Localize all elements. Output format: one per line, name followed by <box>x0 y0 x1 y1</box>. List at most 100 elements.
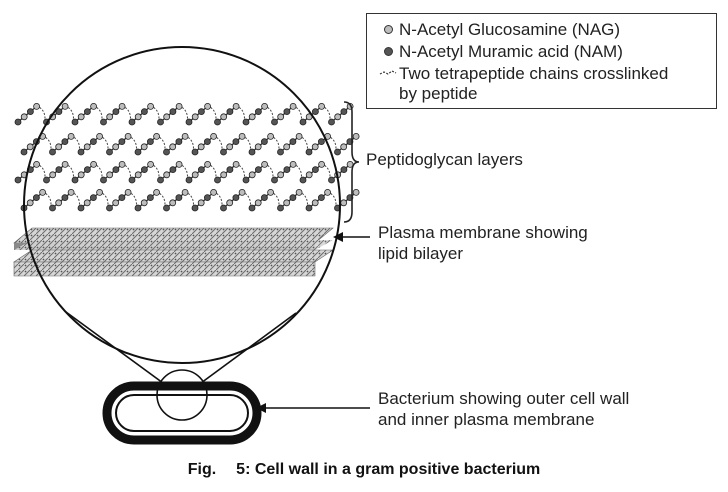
nag-bead <box>254 143 262 151</box>
figure-caption-prefix: Fig. <box>187 461 217 478</box>
glycan-strand <box>103 163 123 181</box>
glycan-strand <box>80 191 101 209</box>
nag-bead <box>33 160 40 168</box>
nam-bead <box>84 166 91 174</box>
nag-bead <box>83 199 91 207</box>
nam-bead <box>197 166 205 174</box>
nam-bead <box>226 108 234 115</box>
glycan-strand <box>52 135 72 153</box>
nam-bead <box>232 194 240 202</box>
nag-bead <box>175 160 183 168</box>
nam-bead <box>169 108 177 115</box>
nam-bead <box>118 138 126 146</box>
glycan-strand <box>274 105 294 123</box>
nam-bead <box>55 166 63 174</box>
nag-bead <box>204 160 212 168</box>
nam-bead <box>197 108 205 115</box>
nam-dark-dot-icon <box>377 42 399 56</box>
nam-bead <box>14 118 22 126</box>
nam-bead <box>289 194 297 202</box>
glycan-strand <box>245 105 266 123</box>
nam-bead <box>49 204 56 212</box>
bacterium <box>102 381 262 445</box>
nag-bead <box>134 171 142 179</box>
nag-bead <box>67 188 75 196</box>
glycan-strand <box>131 163 152 181</box>
nam-bead <box>112 108 120 115</box>
nam-bead <box>185 118 193 126</box>
nam-bead <box>33 194 40 202</box>
nag-bead <box>324 188 332 196</box>
nag-bead <box>77 171 85 179</box>
nag-bead <box>340 199 348 207</box>
nam-bead <box>14 176 22 184</box>
nam-bead <box>157 118 164 126</box>
nam-bead <box>90 194 97 202</box>
glycan-strand <box>188 105 209 123</box>
nam-bead <box>311 166 319 174</box>
nam-bead <box>283 108 291 115</box>
glycan-strand <box>274 163 294 181</box>
nam-bead <box>106 204 113 212</box>
nam-bead <box>20 148 28 156</box>
nam-bead <box>305 204 313 212</box>
nam-bead <box>277 148 284 156</box>
zoom-cone-right <box>200 312 297 384</box>
nam-bead <box>140 108 148 115</box>
nam-bead <box>311 108 319 115</box>
nag-bead <box>232 103 240 110</box>
nag-bead <box>191 171 199 179</box>
nag-bead <box>124 188 132 196</box>
nag-bead <box>20 113 28 121</box>
nam-bead <box>271 176 278 184</box>
nam-bead <box>203 138 211 146</box>
nam-bead <box>299 118 307 126</box>
nag-light-dot-icon <box>377 20 399 34</box>
nam-bead <box>191 148 199 156</box>
nag-bead <box>283 143 291 151</box>
nag-bead <box>140 199 148 207</box>
nag-bead <box>283 199 291 207</box>
nam-bead <box>340 166 348 174</box>
nam-bead <box>175 194 183 202</box>
legend-item-nag: N-Acetyl Glucosamine (NAG) <box>377 20 620 40</box>
nag-bead <box>181 188 189 196</box>
nam-bead <box>134 148 142 156</box>
nag-bead <box>147 160 155 168</box>
legend-label-nam: N-Acetyl Muramic acid (NAM) <box>399 42 623 61</box>
nam-bead <box>203 194 211 202</box>
legend-item-nam: N-Acetyl Muramic acid (NAM) <box>377 42 623 62</box>
nag-bead <box>318 160 326 168</box>
glycan-strand <box>194 191 215 209</box>
bacterium-arrow <box>256 403 370 413</box>
glycan-strand <box>166 135 186 153</box>
nam-bead <box>128 118 136 126</box>
magnified-view-circle <box>23 46 341 364</box>
nag-bead <box>112 199 120 207</box>
nam-bead <box>84 108 91 115</box>
nam-bead <box>163 204 170 212</box>
nam-bead <box>328 176 335 184</box>
nag-bead <box>163 171 171 179</box>
nam-bead <box>226 166 234 174</box>
legend-item-peptide: Two tetrapeptide chains crosslinked by p… <box>377 64 668 104</box>
nam-bead <box>254 108 262 115</box>
nag-bead <box>318 103 326 110</box>
nag-bead <box>226 199 234 207</box>
glycan-strand <box>17 105 38 123</box>
glycan-strand <box>280 135 300 153</box>
nag-bead <box>90 103 97 110</box>
nam-bead <box>128 176 136 184</box>
nag-bead <box>220 171 228 179</box>
nam-bead <box>299 176 307 184</box>
nag-bead <box>197 199 205 207</box>
nag-bead <box>289 160 297 168</box>
nam-bead <box>277 204 284 212</box>
nam-bead <box>163 148 170 156</box>
peptidoglycan-brace <box>343 101 360 223</box>
nam-bead <box>260 194 268 202</box>
nag-bead <box>311 143 319 151</box>
glycan-strand <box>131 105 152 123</box>
